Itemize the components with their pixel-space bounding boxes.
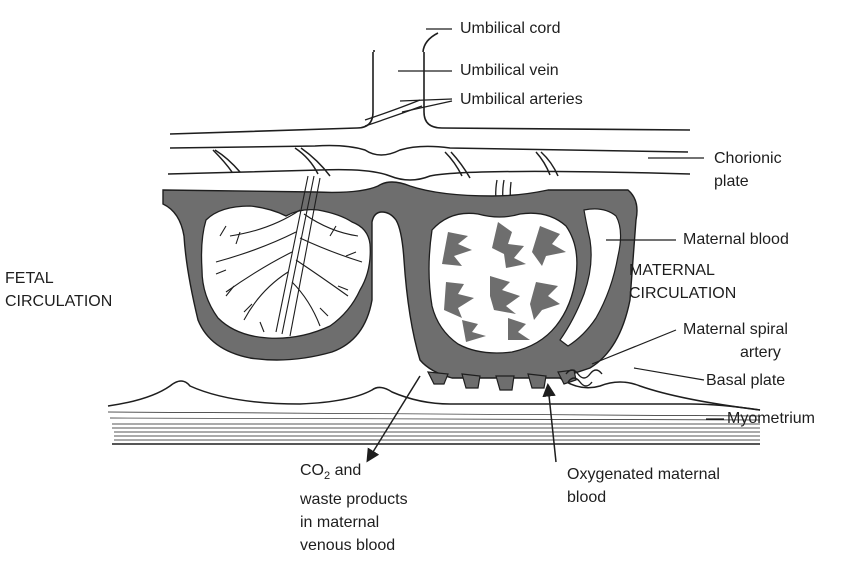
label-chorionic-plate: Chorionic plate xyxy=(714,147,782,193)
umbilical-cord xyxy=(170,33,690,134)
label-oxygenated-line1: Oxygenated maternal xyxy=(567,463,720,486)
label-maternal-spiral-artery: Maternal spiral artery xyxy=(683,318,788,364)
label-oxygenated-blood: Oxygenated maternal blood xyxy=(567,463,720,509)
label-fetal-circulation-line1: FETAL xyxy=(5,267,112,290)
label-maternal-circulation-line1: MATERNAL xyxy=(629,259,736,282)
label-fetal-circulation-line2: CIRCULATION xyxy=(5,290,112,313)
label-chorionic-plate-line2: plate xyxy=(714,170,782,193)
label-umbilical-vein: Umbilical vein xyxy=(460,59,559,82)
label-umbilical-arteries: Umbilical arteries xyxy=(460,88,583,111)
label-co2-line3: in maternal xyxy=(300,511,408,534)
label-basal-plate: Basal plate xyxy=(706,369,785,392)
label-co2-line1: CO2 and xyxy=(300,459,408,488)
label-fetal-circulation: FETAL CIRCULATION xyxy=(5,267,112,313)
myometrium xyxy=(108,412,760,444)
label-umbilical-cord: Umbilical cord xyxy=(460,17,560,40)
label-maternal-blood: Maternal blood xyxy=(683,228,789,251)
label-maternal-circulation: MATERNAL CIRCULATION xyxy=(629,259,736,305)
label-co2-line2: waste products xyxy=(300,488,408,511)
co2-suffix: and xyxy=(330,462,361,479)
co2-prefix: CO xyxy=(300,462,324,479)
label-maternal-circulation-line2: CIRCULATION xyxy=(629,282,736,305)
label-co2-waste: CO2 and waste products in maternal venou… xyxy=(300,459,408,557)
label-chorionic-plate-line1: Chorionic xyxy=(714,147,782,170)
label-maternal-spiral-artery-line1: Maternal spiral xyxy=(683,318,788,341)
label-oxygenated-line2: blood xyxy=(567,486,720,509)
label-co2-line4: venous blood xyxy=(300,534,408,557)
label-maternal-spiral-artery-line2: artery xyxy=(683,341,788,364)
label-myometrium: Myometrium xyxy=(727,407,815,430)
